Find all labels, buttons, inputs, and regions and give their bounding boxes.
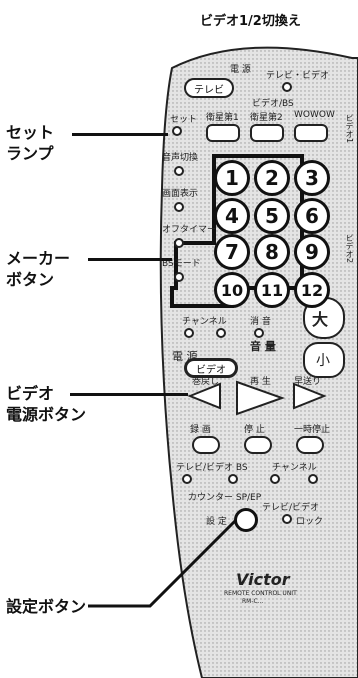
sat1-label: 衛星第1 xyxy=(206,113,239,123)
sat2-button[interactable] xyxy=(250,124,284,142)
remote-control: 電 源 テレビ テレビ・ビデオ ビデオ/BS セット 衛星第1 衛星第2 WOW… xyxy=(132,38,358,678)
callout-maker-button: メーカー ボタン xyxy=(6,249,71,289)
volume-label: 音 量 xyxy=(250,340,276,353)
tv-video2-label: テレビ/ビデオ xyxy=(262,503,320,513)
maker-button-dot[interactable] xyxy=(174,238,184,248)
video-power-button[interactable]: ビデオ xyxy=(184,358,238,378)
record-button[interactable] xyxy=(192,436,220,454)
play-icon xyxy=(236,380,285,416)
sat2-label: 衛星第2 xyxy=(250,113,283,123)
sat1-button[interactable] xyxy=(206,124,240,142)
set-lamp-dot xyxy=(172,126,182,136)
channel2-up-button[interactable] xyxy=(308,474,318,484)
channel-label: チャンネル xyxy=(182,317,227,327)
tv-video-button[interactable] xyxy=(282,82,292,92)
number-button-9[interactable]: 9 xyxy=(294,234,330,270)
pause-label: 一時停止 xyxy=(294,425,331,435)
wowow-button[interactable] xyxy=(294,124,328,142)
volume-down-button[interactable]: 小 xyxy=(316,353,330,369)
lock-label: ロック xyxy=(296,517,324,527)
number-button-8[interactable]: 8 xyxy=(254,234,290,270)
counter-label: カウンター SP/EP xyxy=(188,493,262,503)
number-button-7[interactable]: 7 xyxy=(214,234,250,270)
number-button-3[interactable]: 3 xyxy=(294,160,330,196)
mute-label: 消 音 xyxy=(250,317,271,327)
rewind-icon xyxy=(187,382,221,410)
play-label: 再 生 xyxy=(250,377,271,387)
fast-forward-icon xyxy=(293,382,327,410)
stop-label: 停 止 xyxy=(244,425,265,435)
diagram-title: ビデオ1/2切換え xyxy=(200,14,301,29)
channel-down-button[interactable] xyxy=(184,328,194,338)
stop-button[interactable] xyxy=(244,436,272,454)
leader-line-set-lamp xyxy=(72,133,168,136)
ff-label: 早送り xyxy=(294,377,322,387)
rewind-label: 巻戻し xyxy=(192,377,220,387)
setting-label: 設 定 xyxy=(206,517,227,527)
model-line: REMOTE CONTROL UNIT xyxy=(224,590,297,597)
channel2-label: チャンネル xyxy=(272,463,317,473)
bs-mode-button[interactable] xyxy=(174,272,184,282)
number-button-5[interactable]: 5 xyxy=(254,198,290,234)
brand-logo: Victor xyxy=(236,570,290,589)
number-button-2[interactable]: 2 xyxy=(254,160,290,196)
channel2-down-button[interactable] xyxy=(270,474,280,484)
screen-display-button[interactable] xyxy=(174,202,184,212)
number-button-11[interactable]: 11 xyxy=(254,272,290,308)
number-button-6[interactable]: 6 xyxy=(294,198,330,234)
side-label-video2: ビデオ2 xyxy=(345,234,354,264)
bs-mode-label: BSモード xyxy=(162,259,201,269)
audio-switch-label: 音声切換 xyxy=(162,153,199,163)
volume-up-button[interactable]: 大 xyxy=(312,310,329,329)
leader-line-maker-button xyxy=(88,258,172,261)
screen-display-label: 画面表示 xyxy=(162,189,199,199)
record-label: 録 画 xyxy=(190,425,211,435)
number-button-12[interactable]: 12 xyxy=(294,272,330,308)
tv-video-label: テレビ・ビデオ xyxy=(266,71,330,81)
bs-button[interactable] xyxy=(228,474,238,484)
channel-up-button[interactable] xyxy=(216,328,226,338)
power-label: 電 源 xyxy=(230,65,251,75)
number-button-1[interactable]: 1 xyxy=(214,160,250,196)
pause-button[interactable] xyxy=(296,436,324,454)
number-button-4[interactable]: 4 xyxy=(214,198,250,234)
audio-switch-button[interactable] xyxy=(174,166,184,176)
callout-set-lamp: セット ランプ xyxy=(6,123,55,163)
off-timer-label: オフタイマー xyxy=(162,225,217,235)
number-button-10[interactable]: 10 xyxy=(214,272,250,308)
wowow-label: WOWOW xyxy=(294,110,335,120)
side-label-video1: ビデオ1 xyxy=(345,114,354,144)
set-label: セット xyxy=(170,115,198,125)
leader-line-video-power xyxy=(70,393,188,396)
callout-setting-button: 設定ボタン xyxy=(6,597,87,616)
mute-button[interactable] xyxy=(254,328,264,338)
callout-video-power: ビデオ 電源ボタン xyxy=(6,384,87,424)
tv-power-button[interactable]: テレビ xyxy=(184,78,234,98)
model-sub: RM-C... xyxy=(242,598,264,605)
video-bs-label: ビデオ/BS xyxy=(252,99,294,109)
tvvideo-bs-label: テレビ/ビデオ BS xyxy=(176,463,248,473)
lock-button[interactable] xyxy=(282,514,292,524)
tvvideo-button[interactable] xyxy=(182,474,192,484)
